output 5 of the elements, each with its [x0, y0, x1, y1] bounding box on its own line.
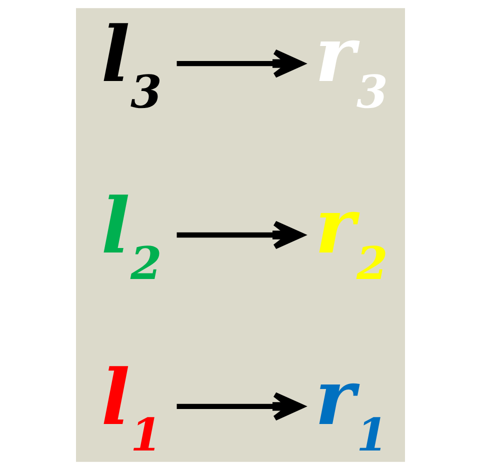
node-text: l$_{3}$: [101, 9, 162, 119]
node-text: r$_{1}$: [314, 352, 388, 462]
node-text: l$_{1}$: [101, 352, 162, 462]
node-text: r$_{2}$: [314, 180, 388, 290]
node-text: l$_{2}$: [101, 180, 162, 290]
